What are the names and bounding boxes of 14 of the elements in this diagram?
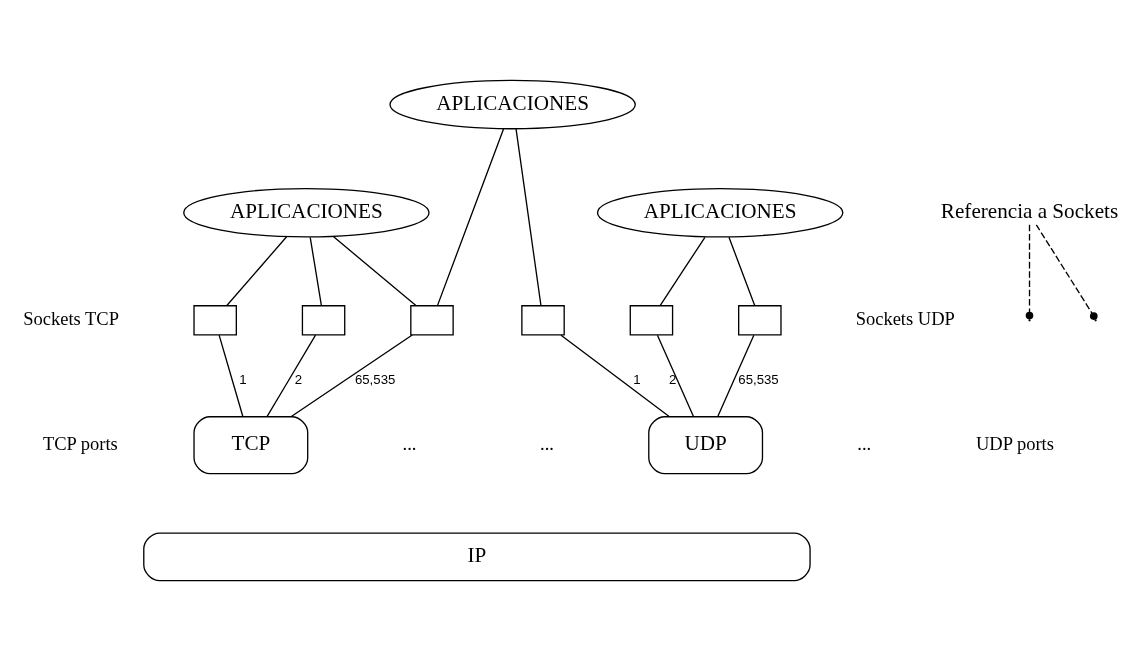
label: ... [540,433,554,454]
label: Sockets TCP [23,308,119,329]
edge-label: 2 [294,371,303,387]
edge-label: 2 [668,371,677,387]
edge-label: 1 [239,371,247,387]
edge-label: 65,535 [738,371,779,387]
label: TCP ports [42,433,118,454]
label: UDP ports [976,433,1054,454]
edge-label: 65,535 [354,371,396,387]
node-text: Referencia a Sockets [940,198,1119,223]
edge-label: 1 [633,371,641,387]
label: ... [857,433,872,454]
label: ... [402,433,417,454]
label: Sockets UDP [855,308,955,329]
